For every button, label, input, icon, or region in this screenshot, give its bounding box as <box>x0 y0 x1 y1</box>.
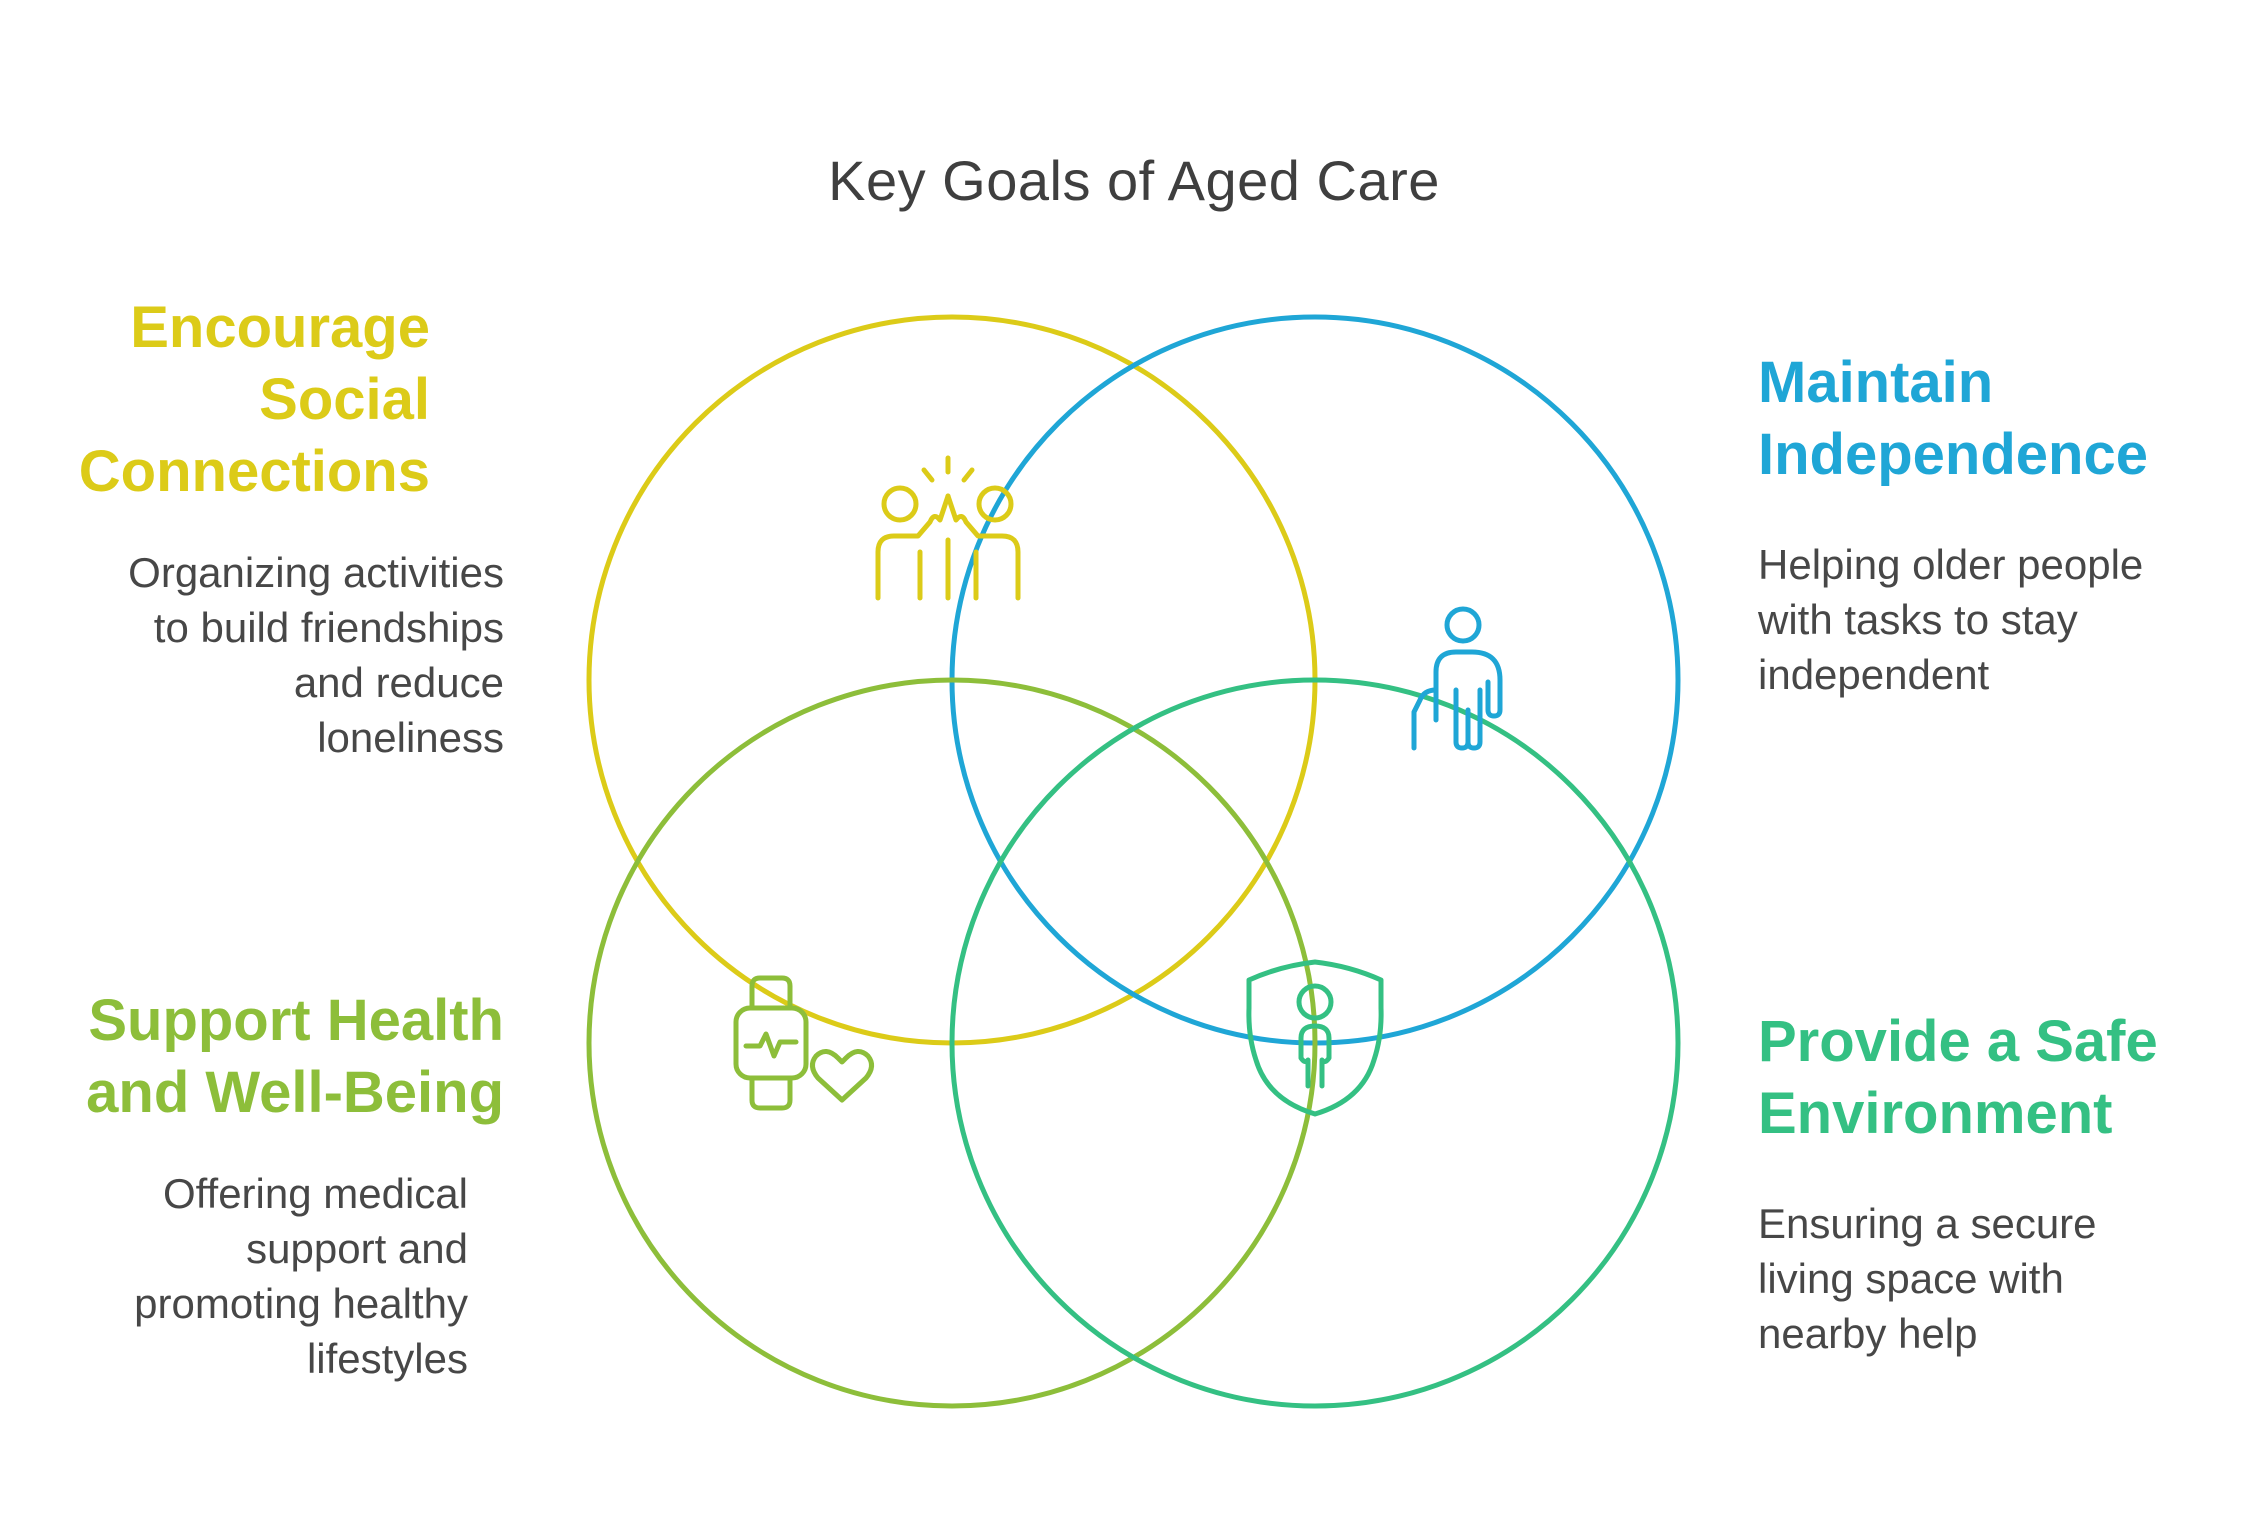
social-description-line: to build friendships <box>153 604 504 651</box>
page-title: Key Goals of Aged Care <box>828 149 1440 212</box>
independence-description: Helping older people with tasks to stay … <box>1758 537 2143 702</box>
social-heading-line: Encourage <box>130 295 430 360</box>
health-heading-line: and Well-Being <box>86 1060 504 1125</box>
social-heading-line: Social <box>259 367 430 432</box>
social-heading-line: Connections <box>78 439 430 504</box>
social-heading: Encourage Social Connections <box>79 292 430 508</box>
health-description-line: Offering medical <box>162 1170 468 1217</box>
independence-heading: Maintain Independence <box>1758 347 2148 491</box>
shield-person-icon <box>1246 959 1384 1117</box>
safety-heading-line: Provide a Safe <box>1758 1009 2158 1074</box>
social-description-line: Organizing activities <box>128 549 504 596</box>
health-description-line: lifestyles <box>306 1335 468 1382</box>
independence-description-line: independent <box>1758 651 1990 698</box>
person-with-cane-icon <box>1411 606 1503 751</box>
safety-heading: Provide a Safe Environment <box>1758 1006 2158 1150</box>
smartwatch-heart-icon <box>733 975 874 1111</box>
safety-description: Ensuring a secure living space with near… <box>1758 1196 2097 1361</box>
safety-circle <box>949 677 1681 1409</box>
independence-description-line: Helping older people <box>1758 541 2144 588</box>
safety-description-line: nearby help <box>1758 1310 1978 1357</box>
safety-heading-line: Environment <box>1758 1081 2113 1146</box>
health-heading: Support Health and Well-Being <box>86 985 504 1129</box>
social-description-line: loneliness <box>317 714 504 761</box>
health-description-line: support and <box>246 1225 468 1272</box>
social-description: Organizing activities to build friendshi… <box>128 545 504 765</box>
health-heading-line: Support Health <box>88 988 504 1053</box>
independence-heading-line: Independence <box>1758 422 2148 487</box>
safety-description-line: Ensuring a secure <box>1758 1200 2097 1247</box>
social-description-line: and reduce <box>293 659 504 706</box>
independence-description-line: with tasks to stay <box>1758 596 2078 643</box>
health-description: Offering medical support and promoting h… <box>134 1166 468 1386</box>
health-description-line: promoting healthy <box>134 1280 468 1327</box>
safety-description-line: living space with <box>1758 1255 2064 1302</box>
health-circle <box>586 677 1318 1409</box>
independence-heading-line: Maintain <box>1758 350 1994 415</box>
high-five-icon <box>875 455 1021 601</box>
